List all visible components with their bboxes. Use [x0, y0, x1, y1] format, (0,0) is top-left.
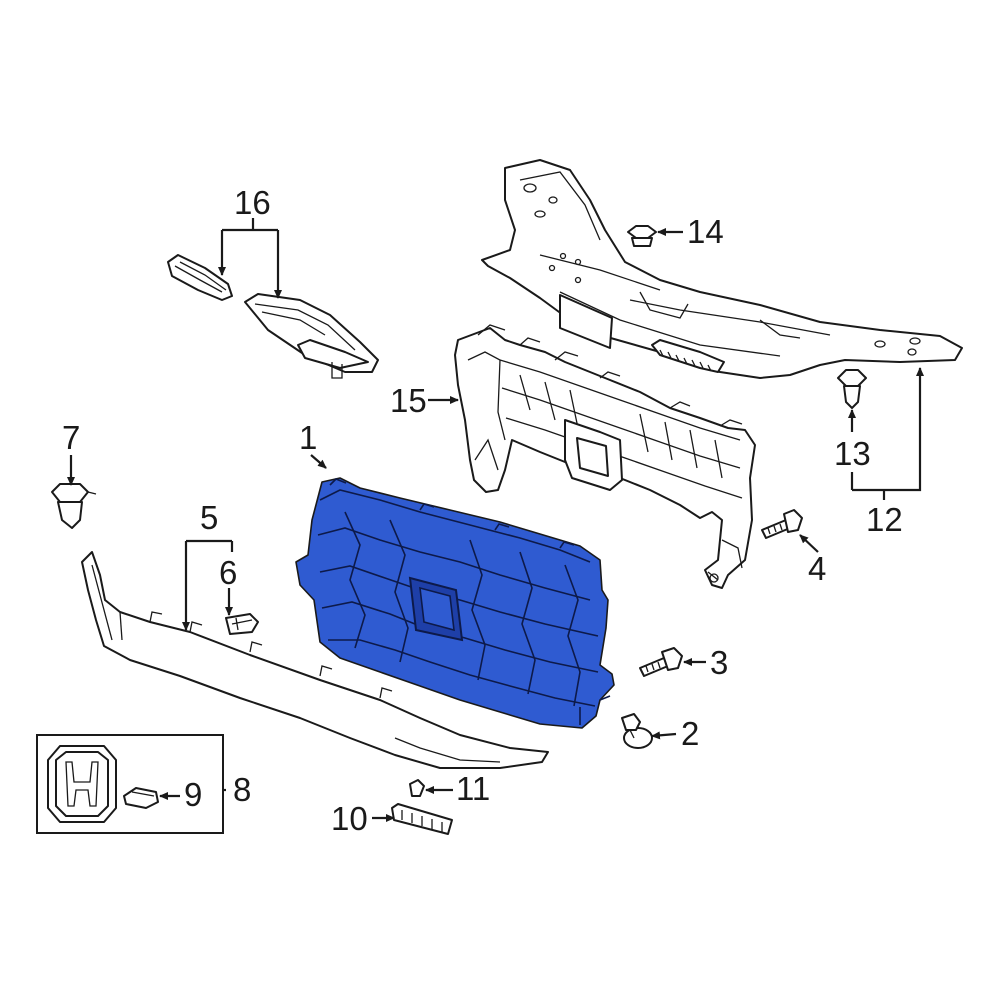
nut-14 [627, 225, 657, 247]
clip-7 [51, 483, 97, 529]
callout-9: 9 [184, 776, 202, 813]
clip-13 [837, 369, 867, 409]
callout-15: 15 [390, 382, 427, 419]
lower-garnish [81, 551, 549, 769]
leader-lines [67, 218, 924, 822]
callout-5: 5 [200, 499, 218, 536]
callout-14: 14 [687, 213, 724, 250]
retainer-10 [391, 803, 453, 835]
callout-2: 2 [681, 715, 699, 752]
callout-6: 6 [219, 554, 237, 591]
side-seal-left [167, 254, 233, 301]
bolt-4 [761, 509, 803, 539]
callout-12: 12 [866, 501, 903, 538]
callout-16: 16 [234, 184, 271, 221]
honda-emblem [47, 745, 117, 823]
clip-2 [621, 713, 653, 749]
bolt-3 [639, 647, 683, 677]
callout-4: 4 [808, 550, 826, 587]
grille-mounting-base [454, 324, 756, 589]
side-seal-right [244, 293, 379, 379]
callout-labels: 1 2 3 4 5 6 7 8 9 10 11 12 13 14 15 16 [62, 184, 903, 837]
callout-1: 1 [299, 419, 317, 456]
emblem-inset-box [36, 734, 224, 834]
nut-11 [409, 779, 425, 797]
upper-support-bracket [481, 159, 963, 379]
callout-11: 11 [456, 770, 490, 807]
front-grille [295, 477, 615, 729]
callout-10: 10 [331, 800, 368, 837]
clip-9 [123, 787, 159, 809]
callout-7: 7 [62, 419, 80, 456]
callout-8: 8 [233, 771, 251, 808]
callout-13: 13 [834, 435, 871, 472]
callout-3: 3 [710, 644, 728, 681]
clip-6 [225, 613, 259, 635]
